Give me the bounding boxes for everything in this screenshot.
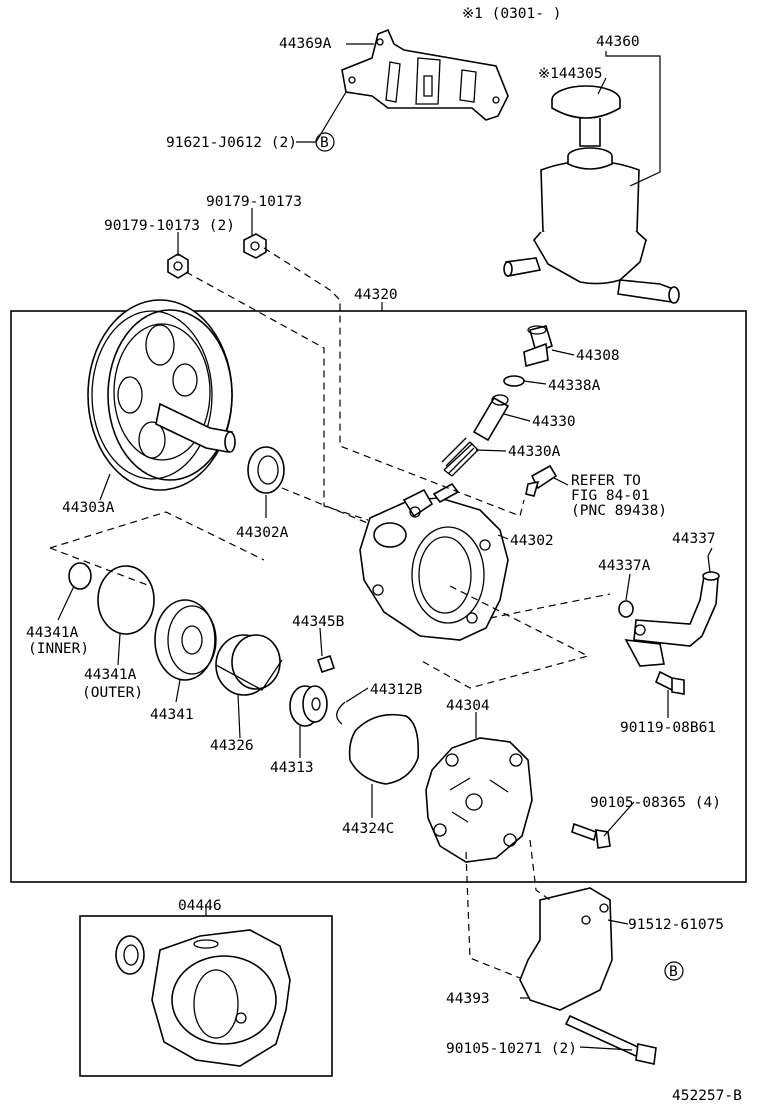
label-44320: 44320 xyxy=(354,287,398,303)
reservoir-44360 xyxy=(503,85,680,304)
label-44337: 44337 xyxy=(672,531,716,547)
cam-ring-44326 xyxy=(215,634,283,696)
label-90179-10173-b: 90179-10173 (2) xyxy=(104,218,235,234)
gasket-44324C xyxy=(348,713,420,785)
label-note-1: ※1 (0301- ) xyxy=(462,6,561,22)
label-90105-08365: 90105-08365 (4) xyxy=(590,795,721,811)
o-ring-44341A-inner xyxy=(68,562,92,590)
label-44338A: 44338A xyxy=(548,378,601,394)
snap-ring-44312B xyxy=(336,701,346,725)
spring-44330A xyxy=(441,437,479,477)
label-44360: 44360 xyxy=(596,34,640,50)
label-44302: 44302 xyxy=(510,533,554,549)
label-44337A: 44337A xyxy=(598,558,651,574)
sensor-ref-fig-84-01 xyxy=(525,464,558,497)
oil-seal-44302A xyxy=(247,446,285,494)
label-04446: 04446 xyxy=(178,898,222,914)
label-fig-84-01: FIG 84-01 xyxy=(571,488,650,504)
label-44341A-inner: 44341A xyxy=(26,625,79,641)
label-44393: 44393 xyxy=(446,991,490,1007)
label-44303A: 44303A xyxy=(62,500,115,516)
label-44345B: 44345B xyxy=(292,614,345,630)
o-ring-44341A-outer xyxy=(97,565,155,635)
rotor-44313 xyxy=(289,685,328,727)
label-44369A: 44369A xyxy=(279,36,332,52)
bracket-44369A xyxy=(341,28,509,121)
part-labels: ※1 (0301- ) 44369A 44360 ※144305 91621-J… xyxy=(26,6,742,1104)
pump-body-44302 xyxy=(359,482,509,641)
nut-90179-b xyxy=(167,253,189,279)
label-44304: 44304 xyxy=(446,698,490,714)
gasket-kit-04446-parts xyxy=(115,929,291,1067)
label-91512-61075: 91512-61075 xyxy=(628,917,724,933)
label-inner: (INNER) xyxy=(28,641,89,657)
bolt-90105-10271 xyxy=(564,1014,657,1065)
label-90105-10271: 90105-10271 (2) xyxy=(446,1041,577,1057)
label-44330: 44330 xyxy=(532,414,576,430)
b-mark-top: B xyxy=(315,132,335,152)
nut-90179-a xyxy=(243,233,267,259)
b-mark-bottom: B xyxy=(664,961,684,981)
label-pnc-89438: (PNC 89438) xyxy=(571,503,667,519)
cover-44393 xyxy=(519,887,613,1011)
b-mark-bottom-label: B xyxy=(669,964,678,980)
label-outer: (OUTER) xyxy=(82,685,143,701)
o-ring-44338A xyxy=(503,375,525,387)
pipe-44337 xyxy=(624,571,720,667)
pulley-44303A xyxy=(87,299,236,491)
pump-assembly-frame xyxy=(10,310,747,883)
label-90119-08B61: 90119-08B61 xyxy=(620,720,716,736)
vane-44345B xyxy=(316,654,336,674)
bolt-90105-08365 xyxy=(571,822,611,849)
rear-housing-44304 xyxy=(425,737,533,863)
label-90179-10173-a: 90179-10173 xyxy=(206,194,302,210)
bolt-90119-08B61 xyxy=(654,670,685,695)
label-44341: 44341 xyxy=(150,707,194,723)
label-figure-id: 452257-B xyxy=(672,1088,742,1104)
label-44313: 44313 xyxy=(270,760,314,776)
label-44330A: 44330A xyxy=(508,444,561,460)
label-44312B: 44312B xyxy=(370,682,423,698)
label-44308: 44308 xyxy=(576,348,620,364)
label-144305: ※144305 xyxy=(538,66,603,82)
b-mark-top-label: B xyxy=(320,135,329,151)
label-refer-to: REFER TO xyxy=(571,473,641,489)
label-44324C: 44324C xyxy=(342,821,394,837)
connector-44308 xyxy=(523,325,553,368)
dashed-assembly-lines xyxy=(49,247,611,979)
label-44302A: 44302A xyxy=(236,525,289,541)
leader-lines xyxy=(57,43,713,1051)
label-44341A-outer: 44341A xyxy=(84,667,137,683)
flow-valve-44330 xyxy=(472,394,510,442)
label-91621-J0612: 91621-J0612 (2) xyxy=(166,135,297,151)
label-44326: 44326 xyxy=(210,738,254,754)
side-plate-44341 xyxy=(154,599,217,681)
o-ring-44337A xyxy=(618,600,634,618)
